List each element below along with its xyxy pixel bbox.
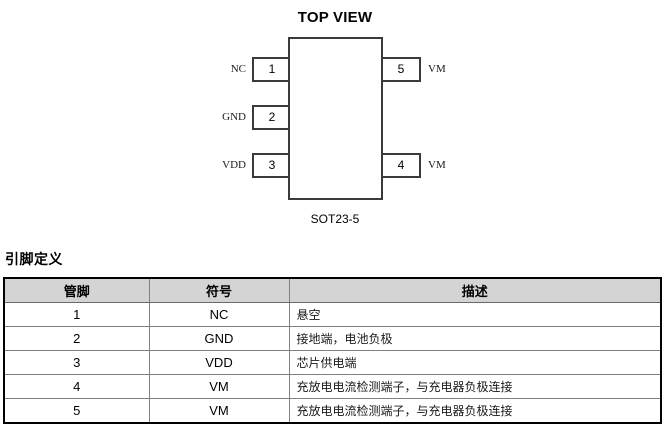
- package-name-label: SOT23-5: [310, 212, 360, 226]
- pin-definition-table: 管脚 符号 描述 1 NC 悬空 2 GND 接地端，电池负极 3 VDD 芯片…: [3, 277, 662, 424]
- cell-desc: 充放电电流检测端子，与充电器负极连接: [288, 374, 662, 399]
- package-diagram: TOP VIEW NC 1 GND 2 VDD 3 5 VM 4 VM SOT2…: [222, 9, 446, 226]
- cell-pin: 2: [3, 326, 150, 351]
- cell-desc: 接地端，电池负极: [288, 326, 662, 351]
- table-row: 4 VM 充放电电流检测端子，与充电器负极连接: [3, 374, 662, 399]
- pin-pad-3: 3: [252, 153, 292, 178]
- table-header-row: 管脚 符号 描述: [3, 277, 662, 303]
- table-row: 5 VM 充放电电流检测端子，与充电器负极连接: [3, 398, 662, 424]
- cell-desc: 芯片供电端: [288, 350, 662, 375]
- table-row: 2 GND 接地端，电池负极: [3, 326, 662, 351]
- cell-pin: 3: [3, 350, 150, 375]
- pin-pad-2: 2: [252, 105, 292, 130]
- cell-pin: 5: [3, 398, 150, 424]
- pin-pad-5: 5: [381, 57, 421, 82]
- cell-desc: 悬空: [288, 302, 662, 327]
- column-header-desc: 描述: [288, 277, 662, 303]
- pin-label-vm-4: VM: [428, 159, 446, 171]
- cell-desc: 充放电电流检测端子，与充电器负极连接: [288, 398, 662, 424]
- pin-pad-4: 4: [381, 153, 421, 178]
- pin-label-nc: NC: [230, 63, 246, 75]
- table-row: 3 VDD 芯片供电端: [3, 350, 662, 375]
- top-view-title: TOP VIEW: [297, 9, 373, 26]
- column-header-pin: 管脚: [3, 277, 150, 303]
- table-row: 1 NC 悬空: [3, 302, 662, 327]
- cell-pin: 1: [3, 302, 150, 327]
- cell-symbol: GND: [148, 326, 290, 351]
- pin-label-gnd: GND: [222, 111, 246, 123]
- column-header-symbol: 符号: [148, 277, 290, 303]
- cell-symbol: NC: [148, 302, 290, 327]
- cell-pin: 4: [3, 374, 150, 399]
- cell-symbol: VDD: [148, 350, 290, 375]
- pin-definition-heading: 引脚定义: [5, 252, 63, 268]
- cell-symbol: VM: [148, 398, 290, 424]
- pin-label-vdd: VDD: [222, 159, 246, 171]
- ic-body-outline: [288, 37, 383, 200]
- pin-label-vm-5: VM: [428, 63, 446, 75]
- cell-symbol: VM: [148, 374, 290, 399]
- pin-pad-1: 1: [252, 57, 292, 82]
